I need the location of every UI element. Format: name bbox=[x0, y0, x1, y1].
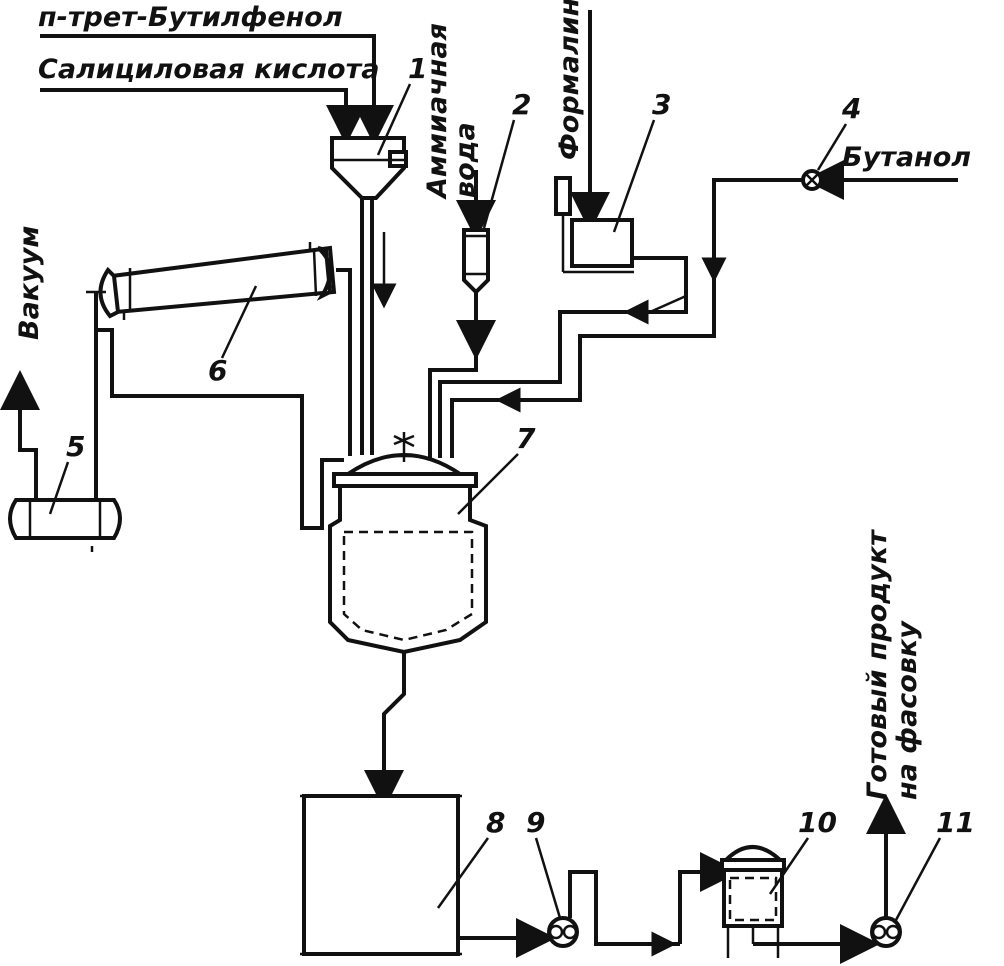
formalin-label: Формалин bbox=[554, 0, 585, 160]
label-number-4: 4 bbox=[841, 92, 861, 125]
salicylic-acid-label: Салициловая кислота bbox=[38, 54, 379, 85]
reactor-7 bbox=[328, 432, 488, 655]
label-number-5: 5 bbox=[66, 430, 85, 463]
pump-11 bbox=[870, 916, 902, 948]
label-number-6: 6 bbox=[208, 354, 227, 387]
label-number-8: 8 bbox=[486, 806, 505, 839]
product-label-2: на фасовку bbox=[892, 620, 923, 800]
salicylic-feed-line bbox=[40, 88, 366, 145]
butanol-label: Бутанол bbox=[842, 142, 971, 173]
vessel-10 bbox=[720, 845, 786, 958]
label-number-3: 3 bbox=[652, 88, 671, 121]
hopper-1 bbox=[330, 136, 408, 200]
label-number-7: 7 bbox=[516, 422, 536, 455]
ammonia-water-label-1: Аммиачная bbox=[422, 23, 453, 200]
receiver-5 bbox=[8, 498, 122, 540]
label-number-2: 2 bbox=[512, 88, 531, 121]
product-label-1: Готовый продукт bbox=[862, 529, 893, 800]
tank-8 bbox=[300, 794, 462, 956]
vacuum-label: Вакуум bbox=[14, 226, 45, 340]
label-number-11: 11 bbox=[936, 806, 975, 839]
valve-4 bbox=[801, 169, 823, 191]
butylphenol-feed-line bbox=[40, 34, 394, 145]
butylphenol-label: п-трет-Бутилфенол bbox=[38, 2, 343, 33]
pump-9 bbox=[547, 916, 579, 948]
label-number-10: 10 bbox=[798, 806, 837, 839]
condenser-6 bbox=[98, 242, 337, 320]
filter-2 bbox=[462, 228, 490, 295]
label-number-1: 1 bbox=[408, 52, 427, 85]
label-number-9: 9 bbox=[526, 806, 545, 839]
measuring-tank-3 bbox=[554, 176, 634, 274]
